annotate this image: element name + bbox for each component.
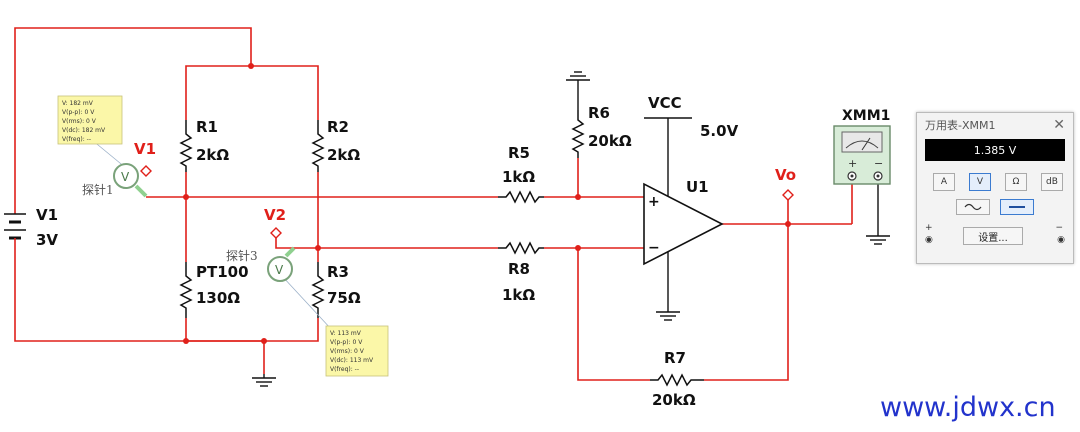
r2-name: R2	[327, 118, 349, 136]
probe3-line-4: V(dc): 113 mV	[330, 357, 374, 364]
probe3-name: 探针3	[226, 248, 258, 263]
multimeter-title: 万用表-XMM1	[925, 119, 996, 132]
r3-name: R3	[327, 263, 349, 281]
probe1-name: 探针1	[82, 182, 114, 197]
wires	[14, 27, 853, 381]
probe1-tip	[134, 184, 148, 198]
r3-value: 75Ω	[327, 289, 361, 307]
multimeter-bottom: + ◉ 设置... − ◉	[917, 221, 1073, 255]
r5-value: 1kΩ	[502, 168, 535, 186]
r6-value: 20kΩ	[588, 132, 632, 150]
resistor-r6[interactable]	[571, 110, 585, 158]
sine-wave-icon	[964, 203, 982, 211]
probe1-line-4: V(dc): 182 mV	[62, 127, 106, 134]
probe3-line-1: V: 113 mV	[330, 330, 362, 337]
battery-v1-value: 3V	[36, 231, 58, 249]
probe3-symbol: V	[275, 263, 284, 277]
ac-button[interactable]	[956, 199, 990, 215]
probe1-line-1: V: 182 mV	[62, 100, 94, 107]
resistor-r5[interactable]	[498, 190, 544, 204]
node-label-v1: V1	[134, 140, 156, 158]
r1-value: 2kΩ	[196, 146, 229, 164]
probe3-line-3: V(rms): 0 V	[330, 348, 365, 355]
node-marker-vo[interactable]	[782, 189, 794, 201]
probe3-line-2: V(p-p): 0 V	[330, 339, 363, 346]
probe3-readout-box	[325, 325, 389, 377]
opamp-plus-sign: +	[648, 194, 660, 210]
signal-type-buttons	[917, 199, 1073, 215]
multimeter-window[interactable]: 万用表-XMM1 ✕ 1.385 V A V Ω dB + ◉ 设置... − …	[916, 112, 1074, 264]
xmm1-minus: −	[874, 157, 883, 170]
battery-v1[interactable]	[4, 200, 26, 252]
supply-lines	[577, 80, 879, 312]
dc-line-icon	[1009, 206, 1025, 208]
resistor-r3[interactable]	[311, 262, 325, 318]
resistor-r2[interactable]	[311, 120, 325, 172]
mode-button-ampere[interactable]: A	[933, 173, 955, 191]
mode-button-ohm[interactable]: Ω	[1005, 173, 1027, 191]
multimeter-titlebar[interactable]: 万用表-XMM1 ✕	[917, 113, 1073, 137]
r7-value: 20kΩ	[652, 391, 696, 409]
multimeter-display: 1.385 V	[925, 139, 1065, 161]
probe1-readout-box	[57, 95, 123, 145]
probe1-line-3: V(rms): 0 V	[62, 118, 97, 125]
r7-name: R7	[664, 349, 686, 367]
probe3-leader	[281, 275, 333, 331]
opamp-minus-sign: −	[648, 240, 660, 256]
resistor-r1[interactable]	[179, 120, 193, 172]
r1-name: R1	[196, 118, 218, 136]
pt100-name: PT100	[196, 263, 249, 281]
multimeter-mode-buttons: A V Ω dB	[933, 173, 1063, 191]
r2-value: 2kΩ	[327, 146, 360, 164]
node-marker-v2[interactable]	[270, 227, 282, 239]
multimeter-xmm1-symbol[interactable]	[833, 125, 891, 185]
probe1-line-5: V(freq): --	[62, 136, 91, 143]
opamp-u1[interactable]	[643, 182, 724, 266]
r8-value: 1kΩ	[502, 286, 535, 304]
watermark: www.jdwx.cn	[880, 392, 1056, 423]
mode-button-volt[interactable]: V	[969, 173, 991, 191]
ground-symbols	[252, 71, 890, 387]
xmm1-name: XMM1	[842, 108, 890, 124]
resistor-r7[interactable]	[650, 373, 704, 387]
plus-terminal-label: +	[925, 223, 933, 233]
vcc-name: VCC	[648, 94, 682, 112]
node-marker-v1[interactable]	[140, 165, 152, 177]
minus-terminal-label: −	[1055, 223, 1063, 233]
r8-name: R8	[508, 260, 530, 278]
probe3-tip	[284, 246, 296, 258]
dc-button[interactable]	[1000, 199, 1034, 215]
vcc-value: 5.0V	[700, 122, 739, 140]
probe3-line-5: V(freq): --	[330, 366, 359, 373]
probe1-leader	[91, 139, 127, 169]
junction-dots	[183, 63, 791, 344]
probe1-symbol: V	[121, 170, 130, 184]
node-label-v2: V2	[264, 206, 286, 224]
resistor-pt100[interactable]	[179, 262, 193, 318]
close-icon[interactable]: ✕	[1053, 117, 1065, 133]
probe1-icon[interactable]	[113, 163, 139, 189]
xmm1-plus: +	[848, 157, 857, 170]
pt100-value: 130Ω	[196, 289, 240, 307]
minus-terminal-icon[interactable]: ◉	[1057, 235, 1065, 245]
u1-name: U1	[686, 178, 709, 196]
probe1-line-2: V(p-p): 0 V	[62, 109, 95, 116]
resistor-r8[interactable]	[498, 241, 544, 255]
node-label-vo: Vo	[775, 166, 796, 184]
r5-name: R5	[508, 144, 530, 162]
r6-name: R6	[588, 104, 610, 122]
settings-button[interactable]: 设置...	[963, 227, 1023, 245]
plus-terminal-icon[interactable]: ◉	[925, 235, 933, 245]
battery-v1-name: V1	[36, 206, 58, 224]
mode-button-db[interactable]: dB	[1041, 173, 1063, 191]
probe3-icon[interactable]	[267, 256, 293, 282]
